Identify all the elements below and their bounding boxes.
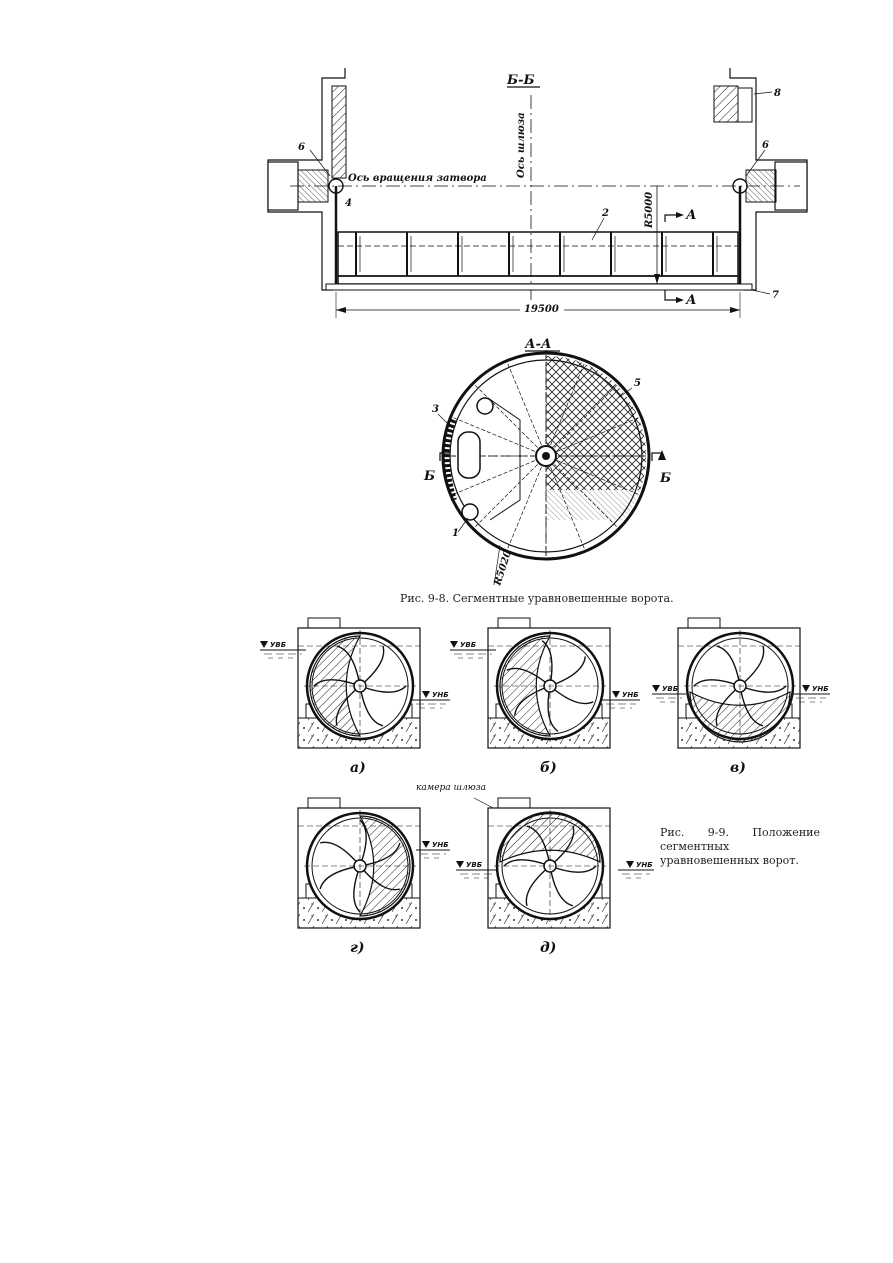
water-level-label: УВБ	[270, 641, 286, 649]
callout-1: 1	[452, 528, 459, 539]
chamber-label: камера шлюза	[416, 783, 486, 793]
rotation-axis-label: Ось вращения затвора	[348, 173, 487, 184]
water-level-label: УНБ	[812, 685, 829, 693]
callout-5: 5	[634, 378, 641, 389]
cut-a-lower: А	[685, 293, 697, 308]
callout-4: 4	[345, 198, 352, 209]
radius-dimension-aa: R5020	[492, 549, 514, 588]
cut-a-upper: А	[685, 208, 697, 223]
position-panel-2: УВБ УНБ б)	[450, 617, 640, 776]
position-panel-3: УВБ УНБ в)	[652, 617, 830, 776]
position-panel-5: УВБ УНБ д)	[456, 797, 654, 956]
section-aa-view: А-А 3 5 1 Б Б R5020	[423, 337, 671, 588]
section-aa-title: А-А	[524, 337, 552, 352]
callout-6-right: 6	[762, 140, 769, 151]
fig-9-9-caption: Рис. 9-9. Положение сегментных уравновеш…	[660, 826, 820, 867]
position-label-5: д)	[540, 940, 556, 956]
section-bb-view: Б-Б Ось вращения затвора Ось шлюза	[267, 68, 808, 318]
lock-axis-label: Ось шлюза	[516, 112, 527, 178]
position-label-4: г)	[350, 940, 365, 956]
gate-beam-ribs	[355, 232, 718, 276]
fig-9-8-caption: Рис. 9-8. Сегментные уравновешенные воро…	[400, 592, 674, 605]
left-wall-hatch	[331, 85, 347, 179]
right-wall-outline	[729, 68, 808, 291]
position-panel-1: УВБ УНБ а)	[260, 617, 450, 776]
water-level-label: УВБ	[662, 685, 678, 693]
water-level-label: УНБ	[432, 841, 449, 849]
position-label-2: б)	[540, 760, 557, 776]
position-label-1: а)	[350, 760, 366, 776]
water-level-label: УНБ	[432, 691, 449, 699]
right-wall-hatch	[713, 85, 739, 123]
callout-2: 2	[601, 208, 609, 219]
section-bb-title: Б-Б	[506, 73, 535, 88]
cut-b-left: Б	[423, 469, 435, 484]
callout-7: 7	[772, 290, 779, 301]
water-level-label: УВБ	[466, 861, 482, 869]
left-wall-outline	[267, 68, 346, 291]
cut-b-right: Б	[659, 471, 671, 486]
radius-dimension-bb: R5000	[644, 192, 655, 229]
water-level-label: УНБ	[622, 691, 639, 699]
callout-6-left: 6	[298, 142, 305, 153]
water-level-label: УНБ	[636, 861, 653, 869]
position-panel-4: УНБ г)	[297, 797, 450, 956]
callout-8: 8	[774, 88, 781, 99]
position-label-3: в)	[730, 760, 746, 776]
width-dimension: 19500	[524, 304, 559, 315]
callout-3: 3	[432, 404, 439, 415]
fig-9-9-positions: камера шлюза УВБ УНБ а) УВБ УНБ б) УВБ УНБ в) УНБ…	[260, 617, 830, 956]
water-level-label: УВБ	[460, 641, 476, 649]
